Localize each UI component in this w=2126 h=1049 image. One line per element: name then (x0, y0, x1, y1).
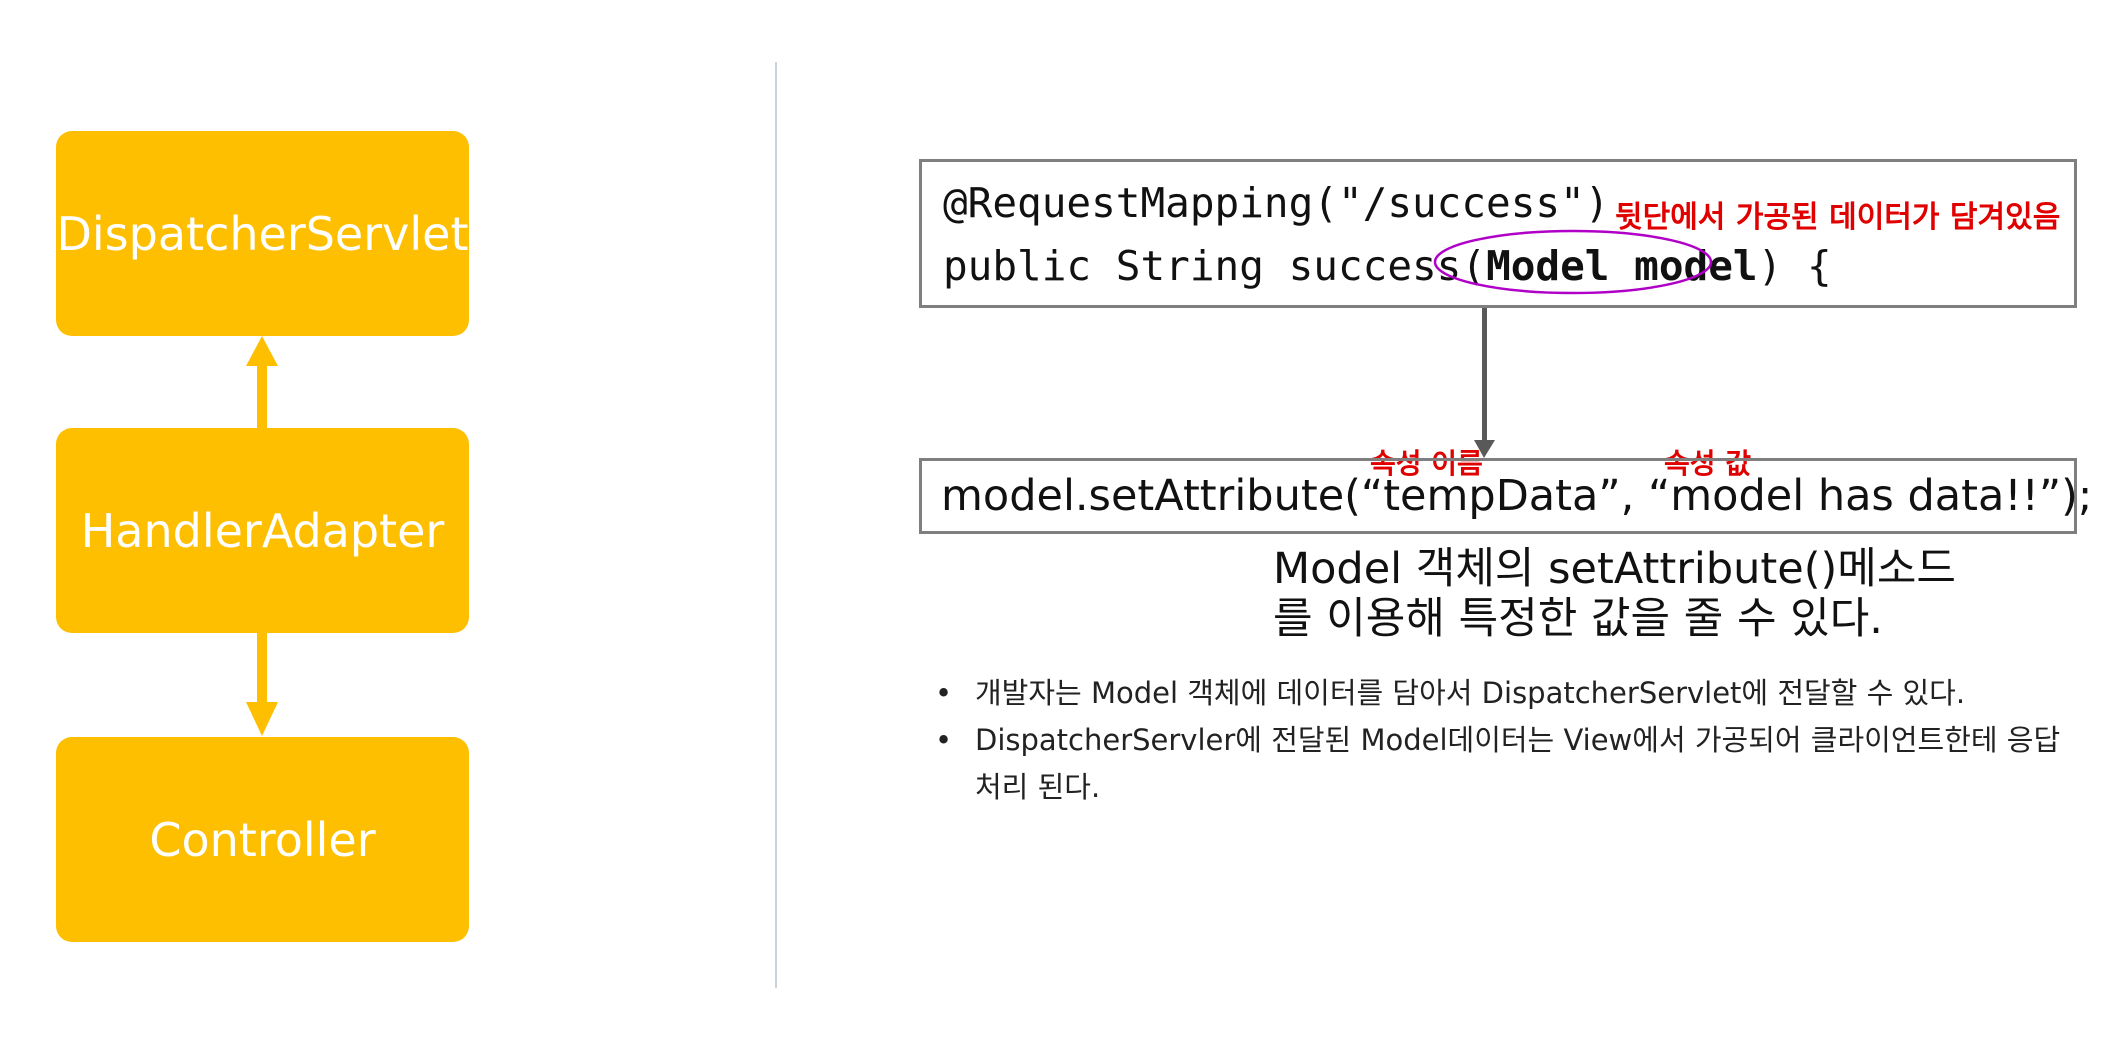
bullet-text: 개발자는 Model 객체에 데이터를 담아서 DispatcherServle… (975, 676, 1966, 710)
bullet-text: DispatcherServler에 전달된 Model데이터는 View에서 … (975, 723, 2061, 804)
arrow-up (246, 336, 278, 428)
attribute-value-label: 속성 값 (1664, 447, 1752, 480)
code-to-set-arrow (1474, 308, 1495, 458)
attribute-name-label: 속성 이름 (1370, 447, 1483, 480)
code-box: @RequestMapping("/success") public Strin… (919, 159, 2077, 308)
code-line-method: public String success(Model model) { (943, 242, 1832, 290)
bullet-list: • 개발자는 Model 객체에 데이터를 담아서 DispatcherServ… (935, 670, 2065, 811)
code-prefix: public String success( (943, 242, 1487, 290)
code-suffix: ) { (1757, 242, 1832, 290)
bullet-item: • 개발자는 Model 객체에 데이터를 담아서 DispatcherServ… (935, 670, 2065, 717)
divider-line (775, 62, 777, 988)
dispatcher-servlet-box: DispatcherServlet (56, 131, 469, 336)
bullet-dot: • (935, 676, 953, 710)
bullet-item: • DispatcherServler에 전달된 Model데이터는 View에… (935, 717, 2065, 811)
arrow-down (246, 633, 278, 736)
set-attribute-code: model.setAttribute(“tempData”, “model ha… (941, 471, 2093, 521)
controller-box: Controller (56, 737, 469, 942)
set-attribute-box: model.setAttribute(“tempData”, “model ha… (919, 458, 2092, 534)
code-line-annotation: @RequestMapping("/success") (943, 179, 1610, 227)
handler-adapter-box: HandlerAdapter (56, 428, 469, 633)
caption-line-1: Model 객체의 setAttribute()메소드 (1273, 544, 1956, 594)
caption-line-2: 를 이용해 특정한 값을 줄 수 있다. (1273, 594, 1883, 644)
bullet-dot: • (935, 723, 953, 757)
model-note: 뒷단에서 가공된 데이터가 담겨있음 (1615, 200, 2061, 235)
model-param: Model model (1486, 242, 1758, 290)
model-param-highlight (1433, 229, 1713, 295)
